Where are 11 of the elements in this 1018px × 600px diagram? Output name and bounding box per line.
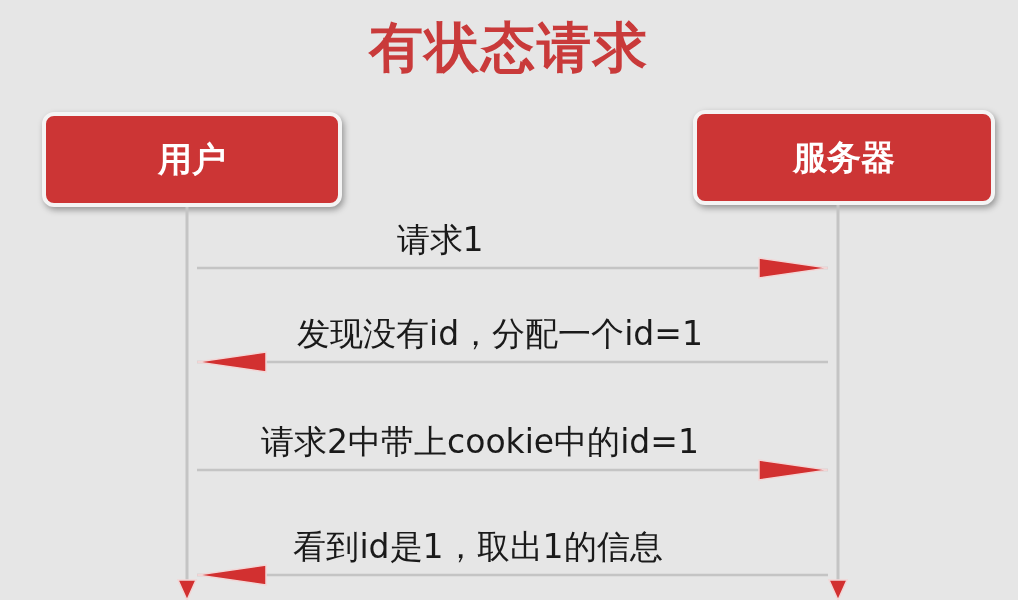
message-arrow (197, 459, 829, 481)
actor-box (693, 110, 995, 205)
actor-box (42, 112, 342, 207)
actor-label: 用户 (158, 137, 226, 181)
message-arrow (196, 564, 828, 586)
message-arrow (196, 351, 828, 373)
message-arrow (197, 257, 829, 279)
actor-label: 服务器 (793, 135, 895, 179)
lifeline (828, 205, 848, 600)
title: 有状态请求 (369, 15, 649, 81)
lifeline (177, 207, 197, 600)
